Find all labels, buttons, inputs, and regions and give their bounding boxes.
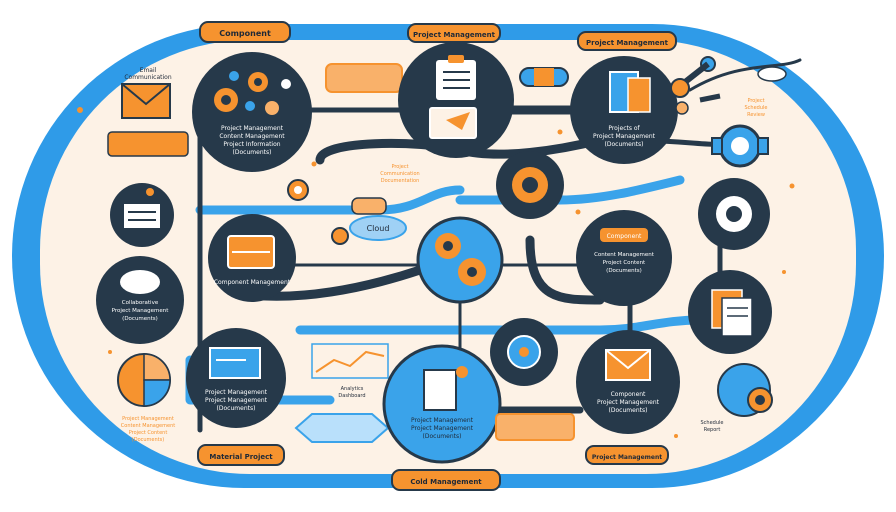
node-center-gears xyxy=(416,216,504,304)
node-left-cloud: Collaborative Project Management (Docume… xyxy=(96,256,184,344)
pill-top-center: Project Management xyxy=(407,23,501,43)
node-top-left-line-2: Content Management xyxy=(219,133,285,140)
email-label-2: Communication xyxy=(124,74,171,81)
orange-callout-upper xyxy=(325,63,403,93)
report-icon xyxy=(423,369,457,411)
node-bottom-right: Component Project Management (Documents) xyxy=(576,330,680,434)
node-top-center xyxy=(398,42,514,158)
orange-callout-left xyxy=(107,131,189,157)
node-right-gear xyxy=(698,178,770,250)
pill-bottom-left: Material Project xyxy=(197,444,285,466)
node-left-cloud-line-1: Collaborative xyxy=(122,300,159,306)
capsule-icon xyxy=(519,67,569,87)
left-bottom-label-4: (Documents) xyxy=(132,437,164,443)
robot-arm-icon xyxy=(670,56,721,115)
pill-bottom-center: Cold Management xyxy=(391,469,501,491)
node-bottom-center: Project Management Project Management (D… xyxy=(382,344,502,464)
node-top-right-line-3: (Documents) xyxy=(605,141,644,148)
node-top-left-line-4: (Documents) xyxy=(233,149,272,156)
cloud-icon xyxy=(120,270,160,294)
upper-center-label-2: Communication xyxy=(380,171,419,177)
pill-top-right: Project Management xyxy=(577,31,677,51)
blue-orb-icon xyxy=(717,363,773,417)
node-right-center: Component Content Management Project Con… xyxy=(576,210,672,306)
pill-bottom-left-label: Material Project xyxy=(209,453,273,461)
cloud-small-icon xyxy=(757,66,787,82)
location-pin-icon-2 xyxy=(331,227,349,245)
cloud-badge: Cloud xyxy=(349,215,407,241)
tag-icon xyxy=(351,197,387,215)
pill-top-center-label: Project Management xyxy=(413,31,496,39)
node-bottom-right-line-3: (Documents) xyxy=(609,407,648,414)
node-target xyxy=(490,318,558,386)
left-bottom-label-2: Content Management xyxy=(121,423,175,429)
upper-center-label-3: Documentation xyxy=(381,178,420,184)
gears-icon xyxy=(214,71,291,115)
node-bottom-right-line-1: Component xyxy=(611,391,646,398)
pill-top-left: Component xyxy=(199,21,291,43)
node-left-cloud-line-3: (Documents) xyxy=(122,316,158,322)
node-top-left-line-1: Project Management xyxy=(221,125,284,132)
node-mid-left: Component Management xyxy=(208,214,296,302)
sparkle-decorations xyxy=(77,107,795,438)
chart-caption-1: Analytics xyxy=(341,386,364,392)
line-chart-icon xyxy=(311,343,389,379)
node-right-center-line-4: (Documents) xyxy=(606,268,642,274)
pill-bottom-right-label: Project Management xyxy=(592,454,662,461)
left-bottom-label-1: Project Management xyxy=(122,416,174,422)
node-bottom-center-line-2: Project Management xyxy=(411,425,474,432)
node-top-right-line-1: Projects of xyxy=(608,125,640,132)
email-icon xyxy=(121,83,171,119)
node-bottom-center-line-1: Project Management xyxy=(411,417,474,424)
node-right-center-line-2: Content Management xyxy=(594,252,655,258)
node-right-documents xyxy=(688,270,772,354)
orange-callout-bottom xyxy=(495,413,575,441)
node-mid-left-line-1: Component Management xyxy=(214,279,291,286)
node-bottom-right-line-2: Project Management xyxy=(597,399,660,406)
monitor-icon xyxy=(209,347,261,379)
pill-top-left-label: Component xyxy=(219,29,271,38)
pill-bottom-right: Project Management xyxy=(585,445,669,465)
node-top-right: Projects of Project Management (Document… xyxy=(570,56,678,164)
far-right-label-1: Project xyxy=(747,98,764,104)
node-right-center-line-3: Project Content xyxy=(603,260,646,266)
cloud-badge-label: Cloud xyxy=(367,224,390,233)
chart-caption-2: Dashboard xyxy=(338,393,365,399)
globe-device-icon xyxy=(711,124,769,168)
node-gear-upper xyxy=(496,151,564,219)
email-label-1: Email xyxy=(140,67,157,74)
bottom-right-small-1: Schedule xyxy=(701,420,724,426)
node-bottom-left-line-2: Project Management xyxy=(205,397,268,404)
pill-top-right-label: Project Management xyxy=(586,39,669,47)
node-bottom-left-line-1: Project Management xyxy=(205,389,268,396)
node-bottom-left-line-3: (Documents) xyxy=(217,405,256,412)
node-right-center-line-1: Component xyxy=(607,233,642,240)
left-bottom-label-3: Project Content xyxy=(129,430,168,436)
far-right-label-3: Review xyxy=(747,112,765,118)
node-top-right-line-2: Project Management xyxy=(593,133,656,140)
node-top-left: Project Management Content Management Pr… xyxy=(192,52,312,172)
form-icon xyxy=(124,204,160,228)
node-bottom-left: Project Management Project Management (D… xyxy=(186,328,286,428)
blue-hexagon-callout xyxy=(294,413,390,443)
node-left-cloud-line-2: Project Management xyxy=(112,308,170,314)
node-left-document xyxy=(110,183,174,247)
bottom-right-small-2: Report xyxy=(704,427,721,433)
node-top-left-line-3: Project Information xyxy=(223,141,280,148)
node-bottom-center-line-3: (Documents) xyxy=(423,433,462,440)
pill-bottom-center-label: Cold Management xyxy=(410,478,482,486)
upper-center-label-1: Project xyxy=(391,164,408,170)
location-pin-icon xyxy=(287,179,309,201)
far-right-label-2: Schedule xyxy=(745,105,768,111)
pie-chart-icon xyxy=(117,353,171,407)
right-center-tag xyxy=(600,228,648,242)
